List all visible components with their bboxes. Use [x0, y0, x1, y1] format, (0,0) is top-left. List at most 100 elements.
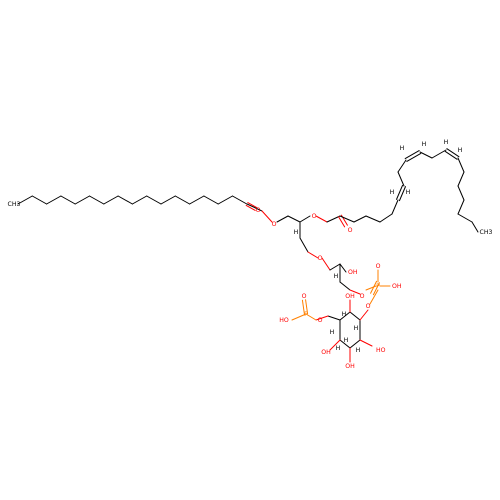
atom-label-ester2-o-carbonyl: O [348, 227, 353, 234]
atom-label-ring-h3: H [354, 325, 359, 332]
atom-label-ring-h5: H [336, 345, 341, 352]
stearoyl-chain-bond [74, 195, 90, 205]
glycerol-bond [287, 215, 301, 223]
atom-label-glycerol2-h: H [334, 273, 339, 280]
linoleoyl-chain-bond [391, 199, 399, 215]
phos2-double-bond [301, 299, 305, 315]
atom-label-alkene-h5: H [444, 139, 449, 146]
inositol-ring-bond [349, 339, 361, 349]
stearoyl-chain-bond [117, 195, 133, 205]
ester1-carbonyl-bond [247, 202, 258, 209]
alkene-bond [396, 184, 404, 200]
ring-phos2-o-bond [315, 315, 329, 321]
atom-label-phos2-o-double: O [302, 293, 307, 300]
linoleoyl-chain-bond [419, 151, 433, 159]
ester1-carbonyl-bond [245, 204, 256, 211]
phos1-p-bond [365, 285, 377, 291]
atom-label-ring-oh3: OH [345, 363, 355, 370]
linoleoyl-chain-bond [397, 159, 407, 173]
inositol-ring-bond [339, 339, 351, 349]
atom-label-phos1-oh: OH [392, 283, 402, 290]
linoleoyl-chain-bond [365, 215, 381, 223]
ester2-carbonyl-link [326, 215, 341, 223]
atom-label-ch3-left: CH3 [8, 201, 21, 208]
atom-label-ring-oh2: OH [321, 349, 331, 356]
atom-label-phos2-o-ring: O [318, 317, 323, 324]
alkene-bond [404, 150, 420, 160]
stearoyl-chain-bond [174, 195, 191, 205]
phos1-ring-o-bond [369, 289, 379, 305]
alkene-bond [398, 186, 406, 202]
atom-label-phos2-p: P [304, 311, 308, 318]
atom-label-glycerol-h: H [294, 229, 299, 236]
atom-label-ring-h2: H [330, 329, 335, 336]
ester2-o-bond [315, 215, 328, 223]
atom-label-phos2-oh: HO [279, 317, 289, 324]
glycerol-bond [299, 237, 309, 253]
atom-label-alkene-h6: H [458, 147, 463, 154]
stearoyl-chain-bond [31, 195, 48, 205]
atom-label-phos1-o-double: O [376, 263, 381, 270]
ester2-carbonyl-bond [338, 216, 346, 228]
linoleoyl-chain-bond [457, 199, 465, 215]
ring-oh-bond [329, 339, 341, 351]
atom-label-alkene-h2: H [406, 189, 411, 196]
atom-label-ring-h4: H [344, 337, 349, 344]
glycerol2-bond [329, 263, 341, 271]
atom-label-alkene-h4: H [422, 141, 427, 148]
atom-label-ch3-right: CH3 [480, 229, 493, 236]
ring-o-bond [359, 309, 369, 321]
atom-label-alkene-h3: H [400, 145, 405, 152]
linoleoyl-chain-bond [397, 171, 405, 187]
linoleoyl-chain-bond [457, 171, 465, 187]
atom-label-ether-o: O [318, 255, 323, 262]
stearoyl-chain-bond [17, 195, 33, 205]
linoleoyl-chain-bond [471, 221, 479, 233]
stearoyl-chain-bond [189, 195, 205, 205]
atom-label-ring-oh4: HO [376, 347, 386, 354]
linoleoyl-chain-bond [353, 215, 367, 223]
ester1-o-bond [261, 210, 273, 223]
linoleoyl-chain-bond [339, 215, 355, 223]
ring-oh-bond [359, 339, 373, 347]
atom-label-ring-oh1: OH [345, 293, 355, 300]
atom-label-glycerol-oh: OH [348, 269, 358, 276]
ring-bond [327, 315, 341, 321]
atom-label-alkene-h1: H [390, 189, 395, 196]
stearoyl-chain-bond [89, 195, 105, 205]
linoleoyl-chain-bond [457, 213, 473, 223]
stearoyl-chain-bond [60, 195, 76, 205]
stearoyl-chain-bond [232, 195, 248, 205]
atom-label-phos1-o-link: O [360, 293, 365, 300]
glycerol2-bond [339, 281, 351, 291]
stearoyl-chain-bond [46, 195, 62, 205]
linoleoyl-chain-bond [379, 213, 393, 223]
phos1-double-bond [370, 280, 378, 294]
atom-label-ring-h6: H [356, 347, 361, 354]
phos1-double-bond [372, 282, 380, 296]
phos2-p-bond [305, 313, 317, 321]
phos2-double-bond [305, 299, 309, 315]
inositol-ring-bond [349, 311, 361, 321]
ether-o-bond [307, 251, 319, 259]
stearoyl-chain-bond [131, 195, 148, 205]
stearoyl-chain-bond [217, 195, 233, 205]
glycerol2-bond [339, 263, 347, 273]
linoleoyl-chain-bond [457, 157, 465, 173]
alkene-bond [446, 148, 460, 158]
atom-label-phos1-p: P [376, 283, 380, 290]
glycerol-bond [276, 215, 289, 223]
stearoyl-chain-bond [203, 195, 219, 205]
alkene-bond [406, 152, 422, 162]
phos1-o-bond [349, 289, 361, 295]
glycerol-bond [299, 215, 311, 223]
atom-label-ester1-o-carbonyl: O [256, 207, 261, 214]
stearoyl-chain-bond [146, 195, 162, 205]
ester1-link-bond [246, 203, 263, 212]
stearoyl-chain-bond [103, 195, 119, 205]
atom-label-phos1-o-ring: O [366, 303, 371, 310]
linoleoyl-chain-bond [457, 185, 465, 201]
linoleoyl-chain-bond [431, 149, 447, 159]
atom-label-ring-h1: H [342, 311, 347, 318]
